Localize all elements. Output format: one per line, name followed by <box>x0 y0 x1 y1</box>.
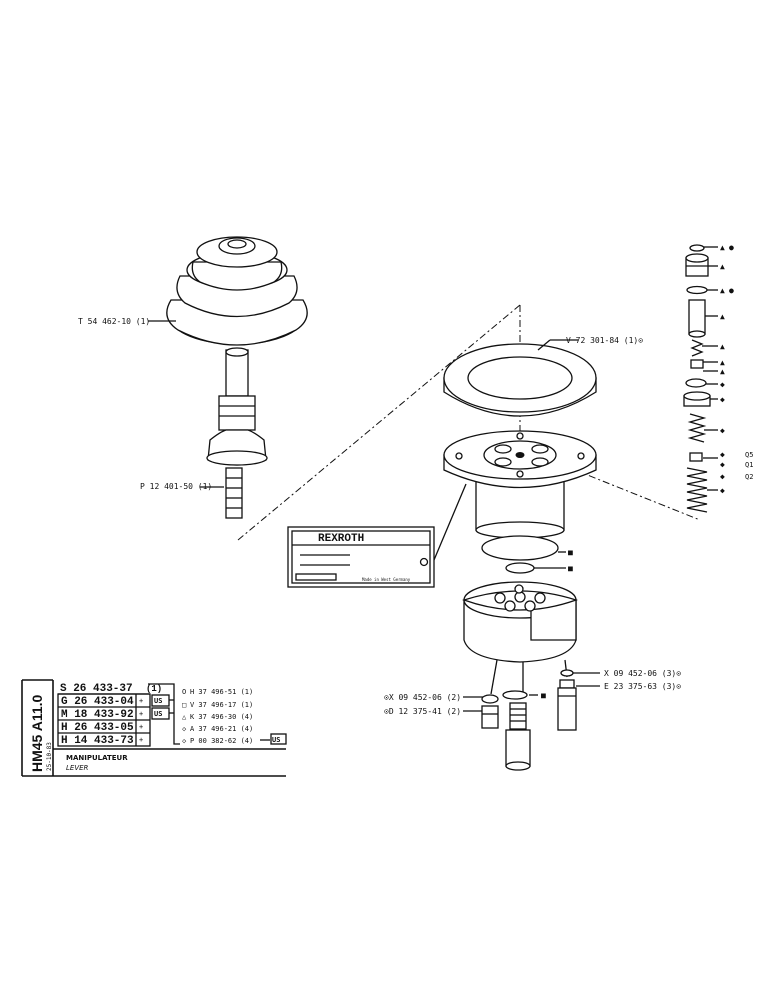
spool-stack-drawing <box>683 244 711 513</box>
svg-text:▲: ▲ <box>720 367 725 376</box>
part-2: V 37 496-17 (1) <box>190 701 253 709</box>
fitting-part-label: E 23 375-63 (3)⊙ <box>604 682 681 691</box>
knob-part-label: T 54 462-10 (1) <box>78 317 150 326</box>
nameplate-made-in: Made in West Germany <box>362 577 411 582</box>
svg-text:▲: ▲ <box>720 358 725 367</box>
title-french: MANIPULATEUR <box>66 754 128 762</box>
part-5: P 00 382-62 (4) <box>190 737 253 745</box>
nameplate-brand: REXROTH <box>318 533 364 545</box>
sheet-date: 25-10-83 <box>46 742 53 771</box>
svg-text:+: + <box>139 697 143 705</box>
part-mark-1: O <box>182 688 186 696</box>
part-1: H 37 496-51 (1) <box>190 688 253 696</box>
svg-text:◆: ◆ <box>720 395 725 404</box>
spool-symbols: ▲ ● ▲ ▲ ● ▲ ▲ ▲ ▲ ◆ ◆ ◆ ◆ ◆ ◆ ◆ Q5 Q1 Q2 <box>720 243 753 495</box>
knob-drawing <box>166 236 308 346</box>
rexroth-nameplate: REXROTH Made in West Germany <box>287 526 435 588</box>
ref-1: G 26 433-04 <box>61 696 134 708</box>
title-english: LEVER <box>66 764 89 772</box>
svg-text:+: + <box>139 736 143 744</box>
ref-4: H 14 433-73 <box>61 735 134 747</box>
main-ref-qty: (1) <box>146 684 162 694</box>
fitting2-part-label: ⊙D 12 375-41 (2) <box>384 707 461 716</box>
svg-text:◆: ◆ <box>720 486 725 495</box>
part-3: K 37 496-30 (4) <box>190 713 253 721</box>
title-block: HM45 A11.0 25-10-83 S 26 433-37 (1) G 26… <box>21 679 287 777</box>
svg-text:◆: ◆ <box>720 380 725 389</box>
svg-text:▲: ▲ <box>720 342 725 351</box>
washer2-part-label: ⊙X 09 452-06 (2) <box>384 693 461 702</box>
o-ring-symbol: ■ <box>568 548 573 557</box>
svg-text:+: + <box>139 723 143 731</box>
seal-symbol: ■ <box>568 564 573 573</box>
seal-symbol-2: ■ <box>541 691 546 700</box>
sheet-code: HM45 A11.0 <box>29 694 45 772</box>
svg-text:●: ● <box>729 286 734 295</box>
us-tag-2: US <box>154 710 162 718</box>
svg-text:▲: ▲ <box>720 262 725 271</box>
svg-text:+: + <box>139 710 143 718</box>
washer-part-label: X 09 452-06 (3)⊙ <box>604 669 681 678</box>
q5-label: Q5 <box>745 451 753 459</box>
part-mark-2: □ <box>182 701 186 709</box>
main-ref: S 26 433-37 <box>60 683 133 695</box>
part-mark-3: △ <box>182 713 187 721</box>
shaft-drawing <box>206 347 268 519</box>
o-ring-drawing <box>481 535 559 561</box>
part-mark-4: ◇ <box>182 725 187 733</box>
ref-2: M 18 433-92 <box>61 709 134 721</box>
q2-label: Q2 <box>745 473 753 481</box>
small-seal-drawing <box>505 562 535 574</box>
svg-text:▲: ▲ <box>720 243 725 252</box>
svg-text:●: ● <box>729 243 734 252</box>
ring-part-label: V 72 301-84 (1)⊙ <box>566 336 643 345</box>
part-4: A 37 496-21 (4) <box>190 725 253 733</box>
us-tag-1: US <box>154 697 162 705</box>
svg-text:◆: ◆ <box>720 426 725 435</box>
svg-text:◆: ◆ <box>720 450 725 459</box>
us-tag-3: US <box>272 736 280 744</box>
svg-text:▲: ▲ <box>720 286 725 295</box>
spool-leaders <box>702 246 718 491</box>
svg-text:▲: ▲ <box>720 312 725 321</box>
flange-drawing <box>443 430 597 539</box>
svg-text:◆: ◆ <box>720 460 725 469</box>
ref-3: H 26 433-05 <box>61 722 134 734</box>
valve-body-drawing <box>461 581 579 663</box>
ring-drawing <box>443 343 597 417</box>
q1-label: Q1 <box>745 461 753 469</box>
svg-text:◆: ◆ <box>720 472 725 481</box>
shaft-part-label: P 12 401-50 (1) <box>140 482 212 491</box>
part-mark-5: ◇ <box>182 737 187 745</box>
